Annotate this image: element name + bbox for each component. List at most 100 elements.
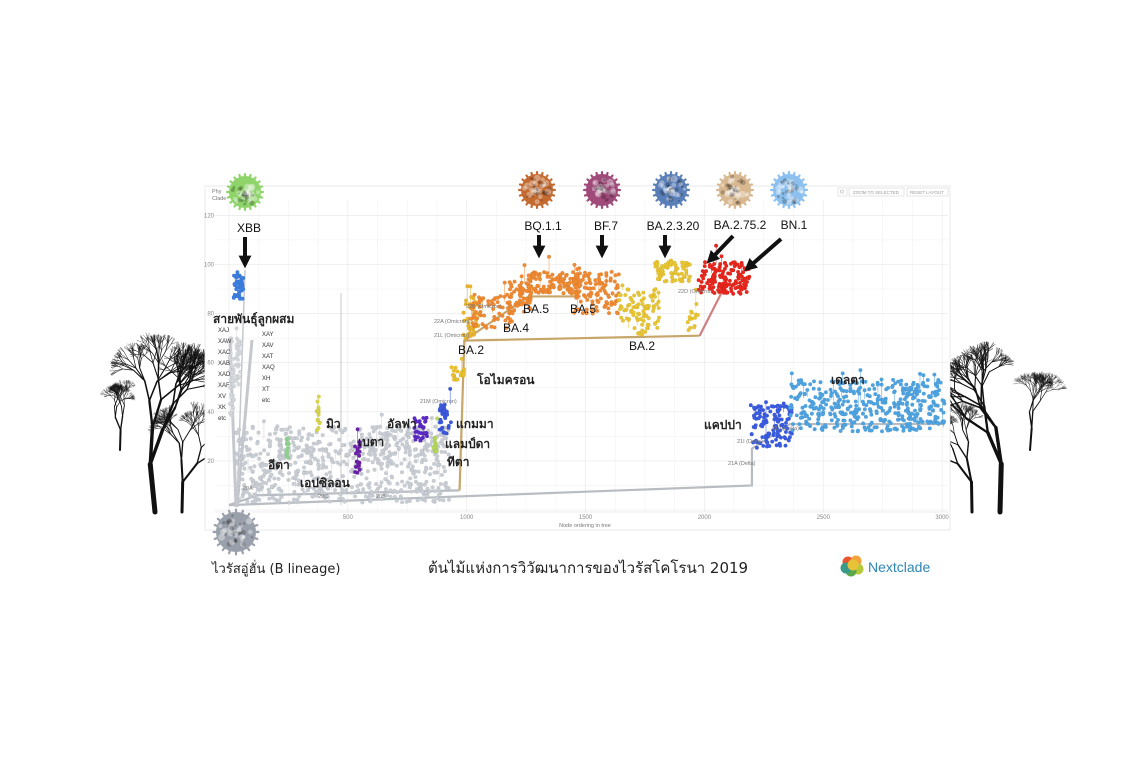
data-point [480,322,485,327]
zoom-to-selected-button[interactable]: ZOOM TO SELECTED [848,187,905,197]
reset-layout-button[interactable]: RESET LAYOUT [906,187,949,197]
data-point [230,408,235,413]
data-point [256,430,261,435]
clade-label: 22D (Omicron) [678,289,714,295]
data-point [459,356,464,361]
data-point [228,336,233,341]
data-point [869,412,874,417]
data-point [419,431,424,436]
data-point [374,481,379,487]
data-point [935,383,940,388]
panel-header-2: Clade [212,196,226,202]
data-point [237,296,242,301]
data-point [613,273,618,278]
data-point [309,473,314,478]
data-point [446,423,451,428]
data-point [349,490,354,495]
data-point [625,287,630,292]
data-point [862,407,867,412]
data-point [446,497,452,502]
data-point [316,466,321,471]
data-point [402,457,407,462]
data-point [327,470,333,475]
data-point [363,494,368,499]
label-recombinant: สายพันธุ์ลูกผสม [213,312,294,327]
data-point [701,276,706,281]
data-point [854,403,859,408]
data-point [235,293,240,298]
data-point [378,484,383,489]
data-point [237,339,242,344]
data-point [281,427,286,432]
data-point [547,290,553,295]
data-point [604,271,609,276]
data-point [368,445,373,450]
data-point [442,444,447,449]
data-point [909,416,914,422]
data-point [316,475,321,480]
data-point [435,454,440,459]
data-point [481,296,486,301]
data-point [469,294,474,300]
data-point [286,440,291,446]
data-point [574,291,579,297]
search-button[interactable] [837,187,848,197]
data-point [577,271,583,276]
data-point [344,462,349,467]
data-point [267,468,272,473]
data-point [732,264,737,269]
data-point [315,458,320,463]
label-lambda: แลมป์ดา [445,437,490,451]
data-point [229,395,234,400]
data-point [587,286,592,291]
data-point [309,454,314,460]
data-point [317,421,322,426]
data-point [448,420,453,425]
data-point [898,382,903,387]
data-point [296,445,301,450]
data-point [920,382,925,387]
data-point [395,481,400,486]
data-point [938,380,943,385]
data-point [236,481,241,486]
data-point [645,303,650,308]
data-point [230,382,235,387]
data-point [779,417,784,422]
data-point [377,431,383,436]
data-point [809,411,814,416]
data-point [572,262,577,267]
data-point [509,294,514,300]
data-point [403,450,408,455]
data-point [706,278,711,283]
data-point [766,431,771,436]
data-point [794,413,799,418]
data-point [935,415,940,420]
data-point [320,433,325,438]
data-point [517,298,522,303]
data-point [748,403,753,408]
label-gamma: แกมมา [456,417,494,431]
data-point [602,288,607,294]
data-point [257,475,263,481]
y-tick-label: 40 [207,410,214,416]
data-point [767,443,772,449]
data-point [477,312,482,317]
data-point [689,309,694,314]
data-point [916,384,921,390]
data-point [606,293,611,298]
data-point [360,436,365,441]
data-point [596,299,601,305]
data-point [848,386,853,391]
data-point [240,276,245,281]
data-point [724,290,729,295]
data-point [722,285,727,291]
data-point [588,281,593,286]
data-point [935,420,940,425]
data-point [731,260,736,265]
data-point [471,301,476,306]
data-point [394,498,399,503]
data-point [910,402,915,407]
data-point [741,282,747,287]
data-point [595,291,600,296]
data-point [917,371,923,376]
